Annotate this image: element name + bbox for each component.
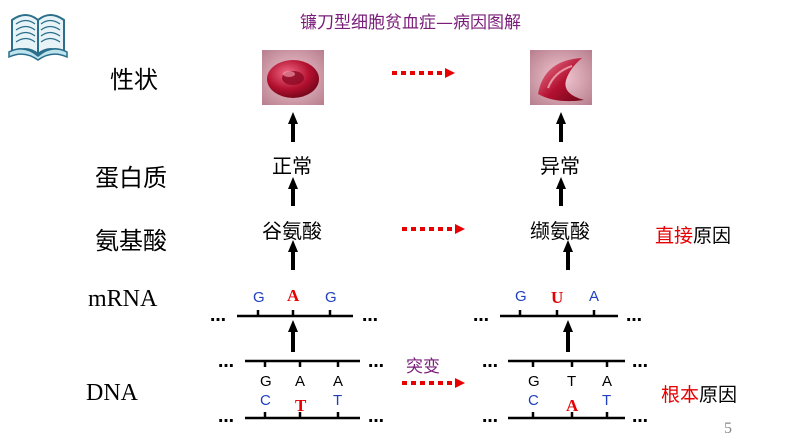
- root-cause-label: 根本原因: [661, 380, 737, 407]
- direct-cause-rest: 原因: [693, 225, 732, 247]
- normal-dna-top-base-2: A: [295, 373, 306, 390]
- diagram-title: 镰刀型细胞贫血症—病因图解: [300, 13, 521, 33]
- row-label-dna: DNA: [86, 380, 138, 406]
- page-number: 5: [724, 420, 732, 437]
- root-cause-rest: 原因: [699, 384, 738, 406]
- normal-dna-bottom-base-3: T: [333, 392, 343, 409]
- mutant-protein-label: 异常: [540, 154, 580, 178]
- normal-dna-bottom-base-1: C: [260, 392, 271, 409]
- row-label-protein: 蛋白质: [95, 164, 167, 192]
- mutation-label: 突变: [406, 357, 440, 377]
- ellipsis: …: [362, 306, 379, 325]
- direct-cause-label: 直接原因: [655, 221, 731, 248]
- ellipsis: …: [368, 352, 385, 371]
- normal-mrna-base-2: A: [287, 286, 300, 305]
- normal-dna-top-base-3: A: [333, 373, 344, 390]
- mutant-dna-top-base-3: A: [602, 373, 613, 390]
- row-label-mrna: mRNA: [88, 286, 158, 312]
- ellipsis: …: [210, 306, 227, 325]
- mutant-dna-bottom-strand: [508, 412, 625, 420]
- normal-strands: [237, 310, 360, 420]
- mutant-mrna-base-2: U: [551, 288, 564, 307]
- mutant-strands: [500, 310, 625, 420]
- mutant-mrna-strand: [500, 310, 618, 318]
- normal-dna-bottom-strand: [245, 412, 360, 420]
- normal-protein-label: 正常: [272, 154, 312, 178]
- mutant-amino-acid-label: 缬氨酸: [530, 219, 590, 243]
- normal-dna-bottom-base-2: T: [295, 396, 307, 415]
- ellipsis: …: [632, 352, 649, 371]
- normal-amino-acid-label: 谷氨酸: [262, 219, 322, 243]
- mutant-dna-top-strand: [508, 359, 625, 367]
- ellipsis: …: [473, 306, 490, 325]
- ellipsis: …: [482, 407, 499, 426]
- mutant-dna-bottom-base-1: C: [528, 392, 539, 409]
- open-book-icon: [8, 14, 68, 61]
- normal-dna-top-strand: [245, 359, 360, 367]
- normal-dna-top-base-1: G: [260, 373, 272, 390]
- mutant-mrna-base-3: A: [589, 288, 600, 305]
- mutant-mrna-base-1: G: [515, 288, 527, 305]
- ellipsis: …: [632, 407, 649, 426]
- mutant-dna-bottom-base-2: A: [566, 396, 579, 415]
- sickle-red-blood-cell-image: [530, 50, 592, 105]
- direct-cause-emphasis: 直接: [655, 225, 694, 247]
- ellipsis: …: [218, 352, 235, 371]
- mutant-dna-bottom-base-3: T: [602, 392, 612, 409]
- ellipsis: …: [368, 407, 385, 426]
- ellipsis: …: [482, 352, 499, 371]
- row-label-amino-acid: 氨基酸: [95, 227, 167, 255]
- normal-red-blood-cell-image: [262, 50, 324, 105]
- normal-mrna-strand: [237, 310, 353, 318]
- normal-mrna-base-3: G: [325, 289, 337, 306]
- ellipsis: …: [218, 407, 235, 426]
- normal-mrna-base-1: G: [253, 289, 265, 306]
- mutant-dna-top-base-2: T: [567, 373, 577, 390]
- row-label-trait: 性状: [110, 66, 158, 94]
- mutant-dna-top-base-1: G: [528, 373, 540, 390]
- root-cause-emphasis: 根本: [661, 384, 700, 406]
- ellipsis: …: [626, 306, 643, 325]
